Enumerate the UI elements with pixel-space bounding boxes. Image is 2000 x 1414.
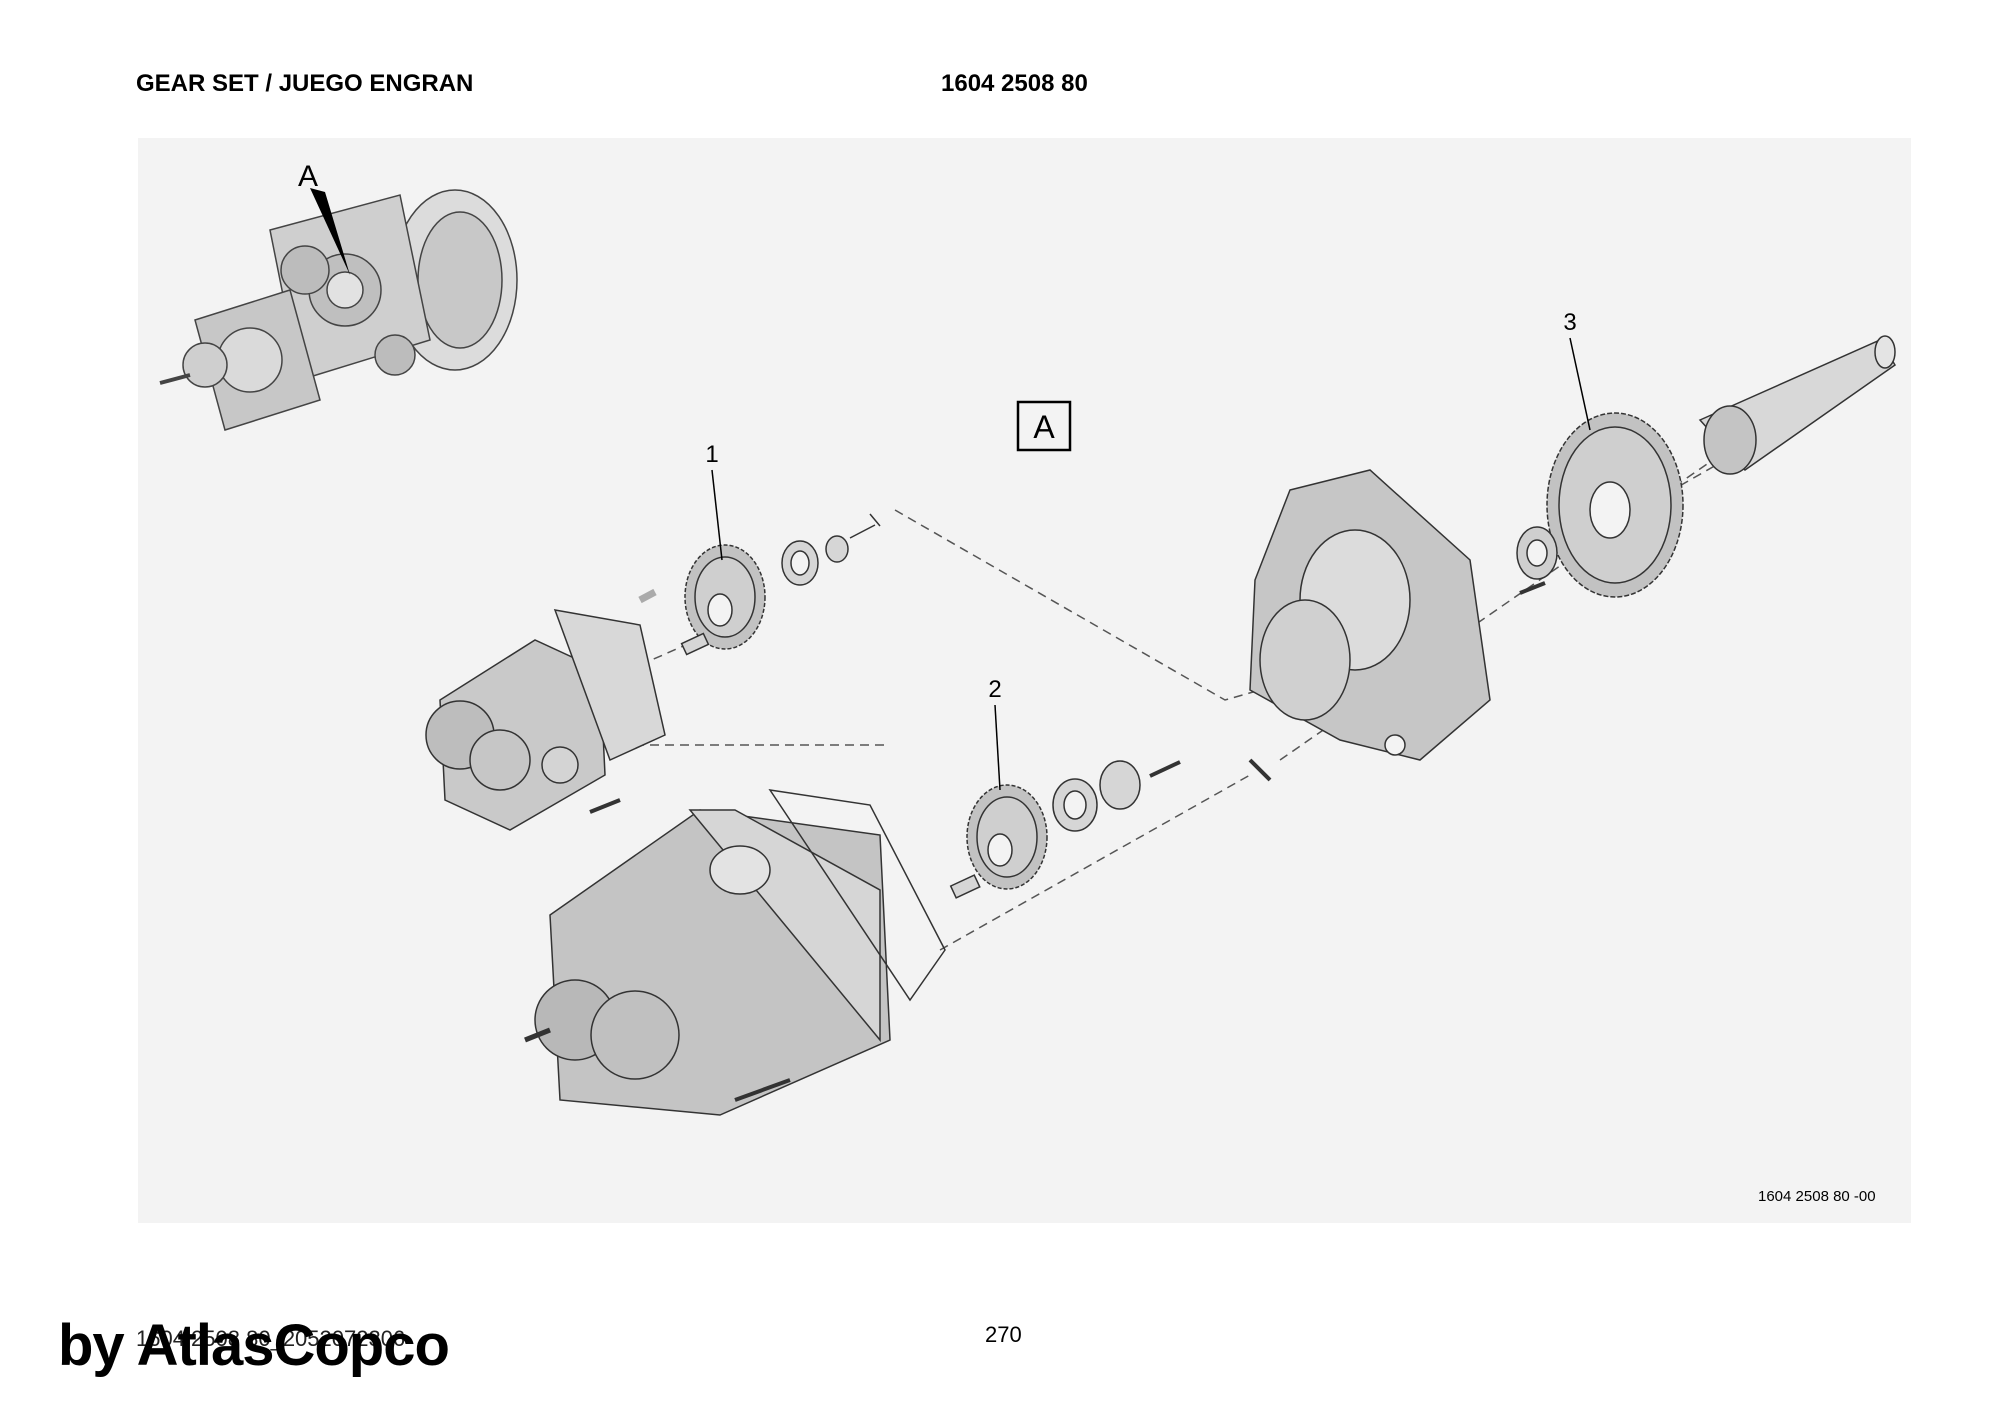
- callout-1: 1: [705, 441, 718, 468]
- page-number: 270: [985, 1322, 1022, 1347]
- output-shaft: [1698, 335, 1897, 475]
- callout-2: 2: [988, 676, 1001, 703]
- compressor-assembly: [524, 789, 946, 1116]
- watermark: by AtlasCopco: [58, 1313, 450, 1378]
- detail-a-letter: A: [298, 160, 318, 193]
- detail-a-arrow: A: [298, 160, 350, 275]
- pump-assembly: [425, 609, 666, 831]
- callout-3-leader: [1569, 337, 1591, 431]
- callout-3: 3: [1563, 309, 1576, 336]
- part-number: 1604 2508 80: [941, 70, 1088, 97]
- overview-assembly: [159, 189, 518, 431]
- callout-2-leader: [994, 704, 1001, 791]
- gear-housing: [1248, 469, 1491, 782]
- callout-1-leader: [711, 469, 723, 561]
- detail-a-box: A: [1016, 400, 1072, 452]
- page-title: GEAR SET / JUEGO ENGRAN: [136, 70, 474, 97]
- gear-3: [1516, 412, 1684, 598]
- detail-a-box-label: A: [1033, 409, 1055, 445]
- document-code: 1604 2508 80_2052072306: [136, 1326, 406, 1351]
- gear-2: [949, 760, 1181, 899]
- gear-1: [589, 513, 881, 814]
- figure-code: 1604 2508 80 -00: [1758, 1188, 1876, 1205]
